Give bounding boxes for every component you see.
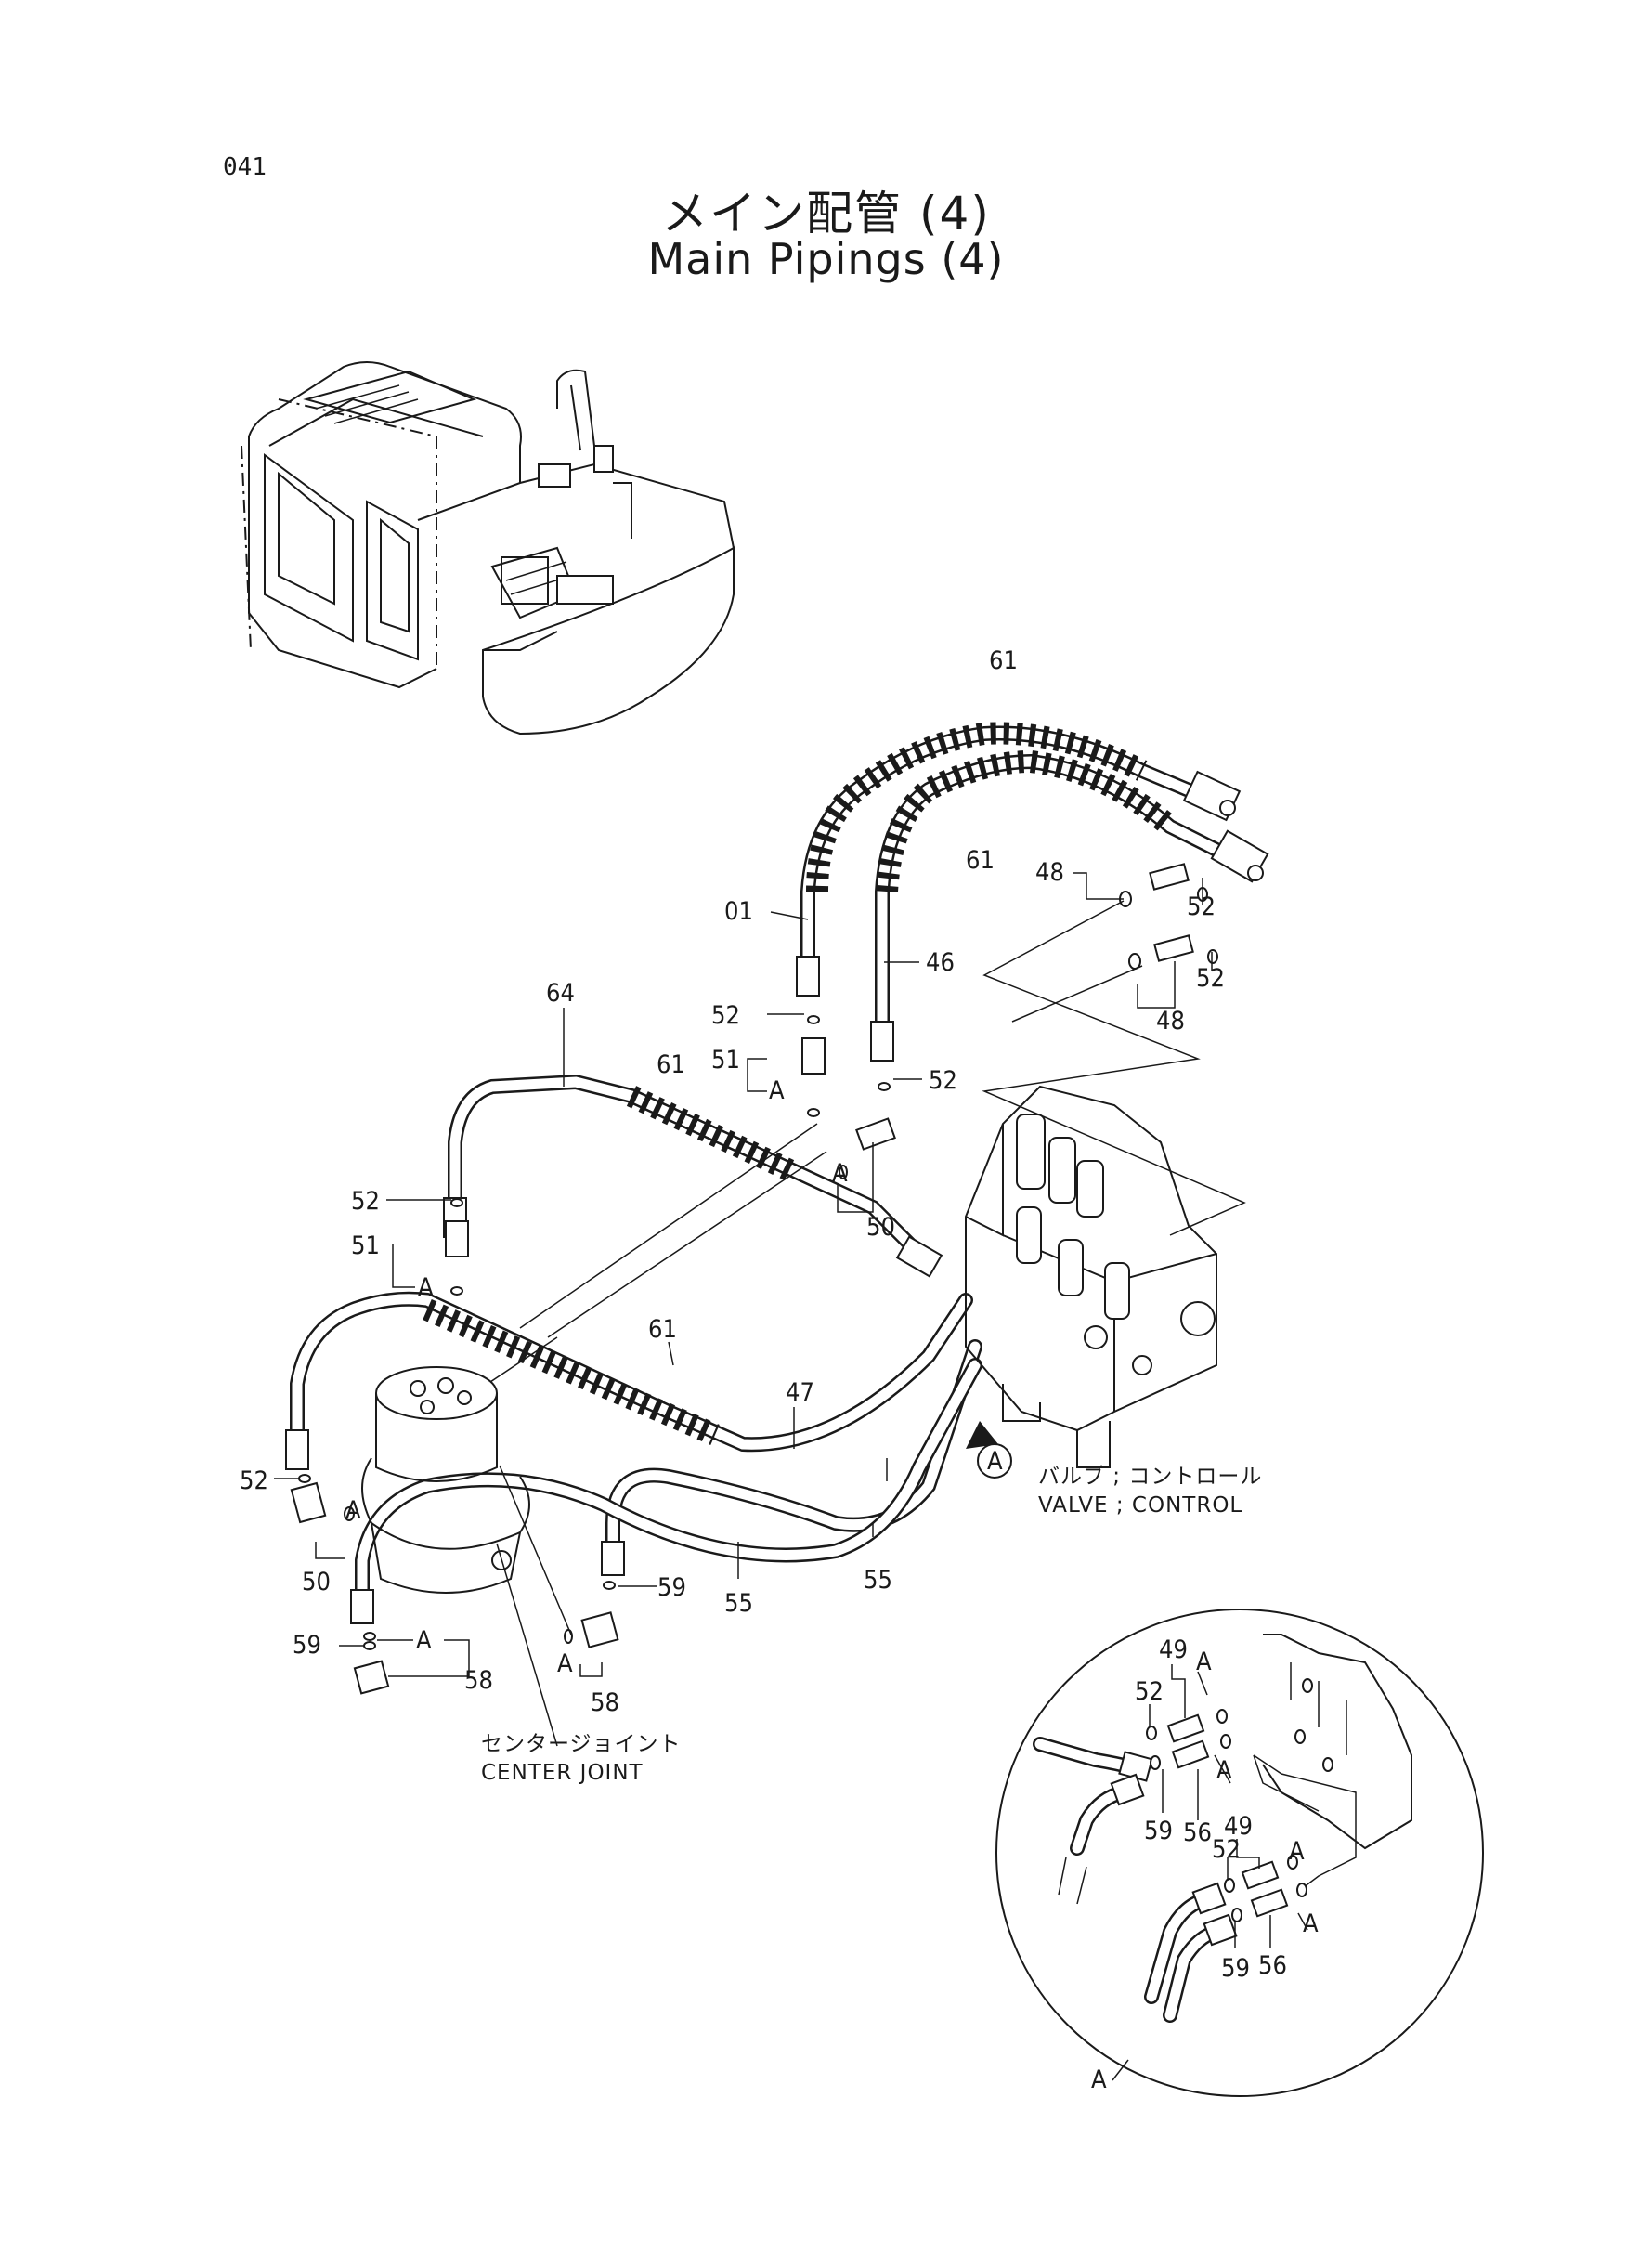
- view-a-marker-circle: [977, 1443, 1012, 1479]
- detail-callout-a-3: A: [1289, 1837, 1305, 1866]
- center-joint-caption-ja: センタージョイント: [481, 1732, 682, 1756]
- callout-a-valve: A: [832, 1159, 848, 1188]
- page-number: 041: [223, 153, 267, 181]
- callout-a-lower-left: A: [416, 1626, 432, 1655]
- callout-51-left: 51: [351, 1231, 380, 1260]
- center-joint-illustration: [361, 1366, 530, 1594]
- excavator-overview-illustration: [241, 361, 735, 736]
- callout-52-valve: 52: [929, 1066, 957, 1095]
- detail-callout-a-4: A: [1303, 1909, 1319, 1938]
- center-joint-caption-en: CENTER JOINT: [481, 1761, 644, 1785]
- callout-a-upper-mid: A: [769, 1076, 785, 1105]
- valve-caption-en: VALVE ; CONTROL: [1038, 1493, 1242, 1518]
- detail-callout-52-upper: 52: [1135, 1677, 1164, 1706]
- small-fittings: [290, 1015, 896, 1695]
- detail-callout-56-lower: 56: [1258, 1951, 1287, 1980]
- detail-callout-52-lower: 52: [1212, 1835, 1241, 1864]
- callout-a-lower-right: A: [557, 1649, 573, 1678]
- fittings-48: [1119, 863, 1218, 970]
- callout-52-center-joint: 52: [240, 1466, 268, 1495]
- title-english: Main Pipings (4): [647, 234, 1005, 284]
- callout-48-top: 48: [1035, 858, 1064, 887]
- callout-55-right: 55: [864, 1566, 892, 1595]
- detail-callout-59-upper: 59: [1144, 1817, 1173, 1845]
- callout-46: 46: [926, 948, 955, 977]
- control-valve-illustration: [965, 1085, 1217, 1468]
- callout-58-left: 58: [464, 1666, 493, 1695]
- leader-lines: [274, 872, 1213, 1747]
- detail-view-a: 49 52 A A 59 56 49 52 A 59 56 A A: [995, 1609, 1484, 2097]
- detail-callout-49-lower: 49: [1224, 1812, 1253, 1841]
- callout-52-right: 52: [1196, 964, 1225, 993]
- callout-01: 01: [724, 897, 753, 926]
- callout-48-lower: 48: [1156, 1007, 1185, 1036]
- hose-assembly-middle: [285, 1074, 982, 1624]
- callout-58-right: 58: [591, 1688, 619, 1717]
- callout-50-lower: 50: [302, 1568, 331, 1596]
- hose-assembly-upper: [796, 722, 1269, 1062]
- callout-61-lower: 61: [648, 1315, 677, 1344]
- callout-52-left: 52: [351, 1187, 380, 1216]
- callout-55-lower: 55: [724, 1589, 753, 1618]
- callout-59-left: 59: [293, 1631, 321, 1660]
- title-japanese: メイン配管 (4): [661, 187, 991, 241]
- detail-view-label: A: [1091, 2065, 1107, 2094]
- callout-61-right: 61: [966, 846, 995, 875]
- callout-50-upper: 50: [866, 1213, 895, 1242]
- detail-callout-a-2: A: [1216, 1756, 1232, 1785]
- callout-59-right: 59: [657, 1573, 686, 1602]
- callout-61-mid: 61: [657, 1050, 685, 1079]
- callout-labels: 61 61 01 46 48 52 52 48 64 52 61 51 A 52…: [240, 646, 1225, 1717]
- callout-a-left: A: [418, 1273, 434, 1302]
- detail-callout-59-lower: 59: [1221, 1954, 1250, 1983]
- callout-a-circled: A: [987, 1447, 1003, 1476]
- callout-52-upper-mid: 52: [711, 1001, 740, 1030]
- callout-51-upper: 51: [711, 1046, 740, 1075]
- detail-callout-56-upper: 56: [1183, 1818, 1212, 1847]
- callout-61-top: 61: [989, 646, 1018, 675]
- callout-a-center-joint: A: [345, 1496, 361, 1525]
- detail-callout-49-upper: 49: [1159, 1635, 1188, 1664]
- valve-caption-ja: バルブ ; コントロール: [1038, 1465, 1262, 1489]
- callout-47: 47: [786, 1378, 814, 1407]
- detail-callout-a-1: A: [1196, 1648, 1212, 1676]
- callout-64: 64: [546, 979, 575, 1008]
- callout-52-upper: 52: [1187, 892, 1216, 921]
